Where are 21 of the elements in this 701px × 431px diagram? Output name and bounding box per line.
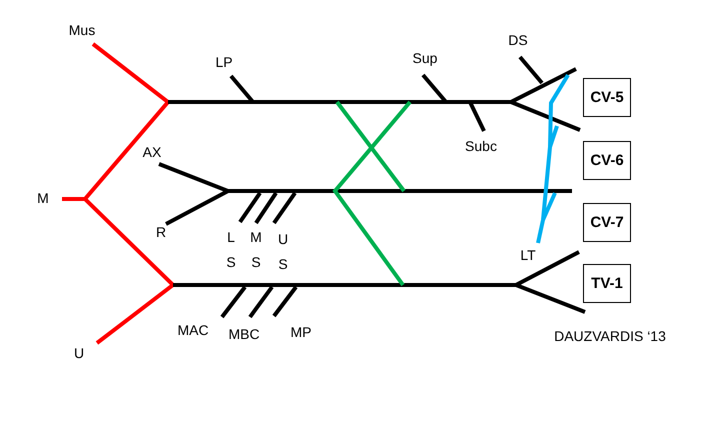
nerve-label: MAC xyxy=(177,322,209,338)
vertebra-box: TV-1 xyxy=(583,264,631,303)
nerve-label: Sup xyxy=(412,50,438,66)
vertebra-box: CV-6 xyxy=(583,141,631,180)
nerve-label: U xyxy=(74,344,84,362)
vertebra-box: CV-7 xyxy=(583,203,631,242)
nerve-label: M xyxy=(37,190,49,206)
nerve-label: R xyxy=(156,224,166,240)
nerve-label: Mus xyxy=(68,22,96,38)
nerve-label: Subc xyxy=(465,138,497,154)
nerve-label: LT xyxy=(520,246,536,264)
nerve-label: U S xyxy=(277,230,289,274)
nerve-label: MP xyxy=(290,324,312,340)
nerve-label: DS xyxy=(508,32,528,48)
nerve-label: LP xyxy=(215,54,233,70)
nerve-label: AX xyxy=(142,144,162,160)
nerve-label: M S xyxy=(250,228,262,272)
nerve-label: L S xyxy=(225,228,237,272)
nerve-label: MBC xyxy=(228,326,260,342)
nerve-label: DAUZVARDIS ‘13 xyxy=(554,328,666,344)
vertebra-box: CV-5 xyxy=(583,78,631,117)
